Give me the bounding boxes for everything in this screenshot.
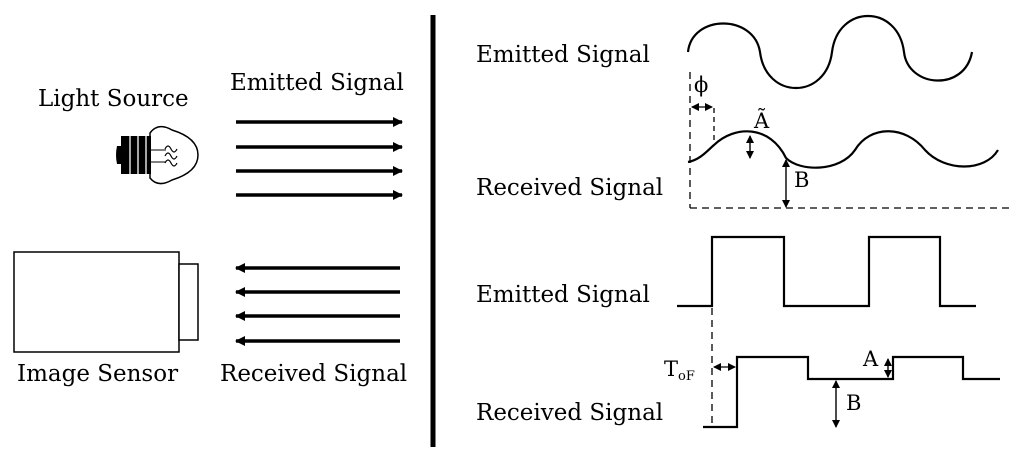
phase-symbol: ϕ	[694, 73, 708, 97]
pw-offset-label: B	[846, 391, 861, 415]
cw-emitted-label: Emitted Signal	[476, 42, 650, 68]
received-arrows	[235, 263, 400, 346]
cw-offset-label: B	[794, 168, 809, 192]
cw-received-label: Received Signal	[476, 175, 663, 201]
pw-received-label: Received Signal	[476, 400, 663, 426]
tof-label: ToF	[664, 357, 695, 384]
pw-amplitude-label: A	[862, 347, 879, 371]
cw-emitted-wave	[686, 15, 974, 89]
pw-emitted-wave	[677, 235, 976, 308]
cw-received-wave	[687, 130, 999, 169]
light-bulb-icon	[116, 125, 199, 185]
emitted-arrows	[236, 117, 403, 200]
left-received-label: Received Signal	[220, 361, 407, 387]
pw-received-wave	[703, 355, 1000, 429]
left-emitted-label: Emitted Signal	[230, 70, 404, 96]
image-sensor-label: Image Sensor	[17, 361, 178, 387]
light-source-label: Light Source	[38, 86, 189, 112]
pw-emitted-label: Emitted Signal	[476, 282, 650, 308]
image-sensor-icon	[13, 251, 199, 353]
cw-amplitude-label: Ã	[753, 109, 770, 133]
